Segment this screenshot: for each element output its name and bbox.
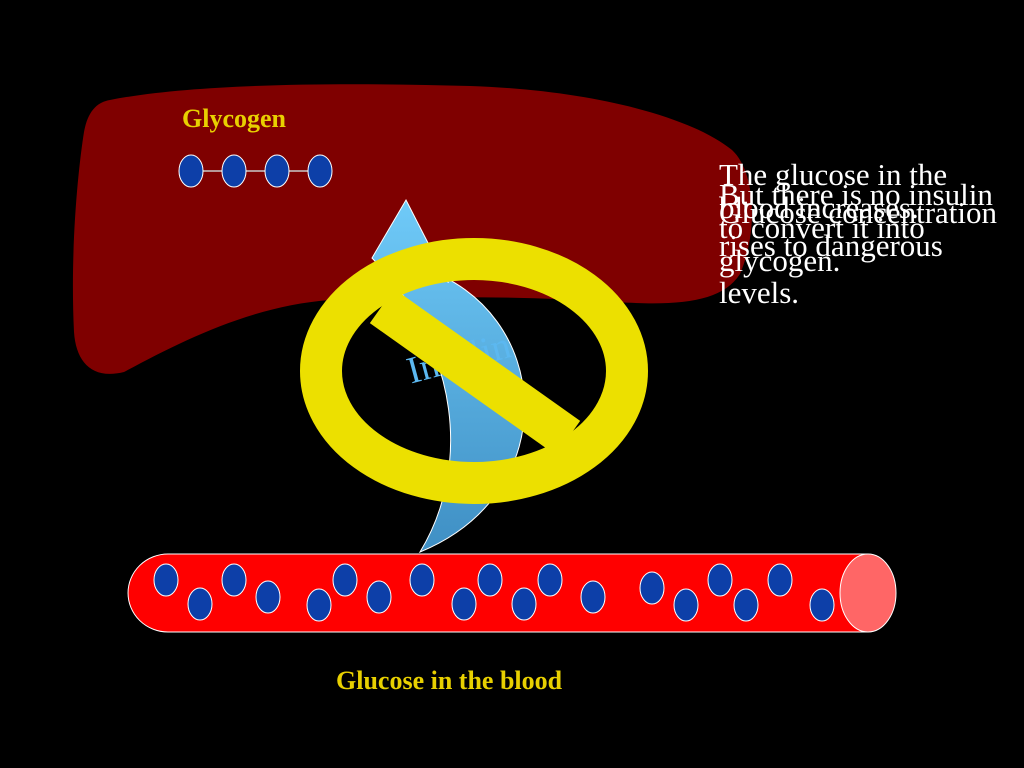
glycogen-label: Glycogen	[182, 104, 286, 133]
note-concentration: Glucose concentration rises to dangerous…	[719, 196, 1019, 309]
vessel-opening	[839, 553, 897, 633]
glucose-molecule	[409, 563, 435, 597]
glucose-molecule	[639, 571, 665, 605]
glucose-molecule	[809, 588, 835, 622]
glucose-molecule	[255, 580, 281, 614]
note-no-insulin: But there is no insulin to convert it in…	[719, 177, 993, 278]
glycogen-unit	[221, 154, 247, 188]
glucose-molecule	[733, 588, 759, 622]
glucose-molecule	[673, 588, 699, 622]
glucose-molecule	[153, 563, 179, 597]
glucose-molecule	[332, 563, 358, 597]
glucose-molecule	[767, 563, 793, 597]
glucose-in-blood-label: Glucose in the blood	[336, 666, 563, 695]
glucose-molecule	[221, 563, 247, 597]
prohibition-icon	[300, 238, 648, 504]
glucose-molecule	[187, 587, 213, 621]
glucose-molecule	[306, 588, 332, 622]
glucose-molecule	[477, 563, 503, 597]
note-glucose-rises: The glucose in the blood increases.	[719, 157, 948, 225]
note-concentration-text: Glucose concentration rises to dangerous	[719, 195, 998, 263]
glucose-molecule	[707, 563, 733, 597]
glucose-molecule	[580, 580, 606, 614]
blood-glucose-molecules	[153, 563, 835, 622]
glycogen-chain	[178, 154, 333, 188]
glucose-molecule	[366, 580, 392, 614]
glycogen-unit	[307, 154, 333, 188]
glucose-molecule	[511, 587, 537, 621]
glucose-molecule	[451, 587, 477, 621]
glucose-molecule	[537, 563, 563, 597]
glycogen-unit	[264, 154, 290, 188]
note-concentration-last: levels.	[719, 275, 800, 310]
glycogen-unit	[178, 154, 204, 188]
